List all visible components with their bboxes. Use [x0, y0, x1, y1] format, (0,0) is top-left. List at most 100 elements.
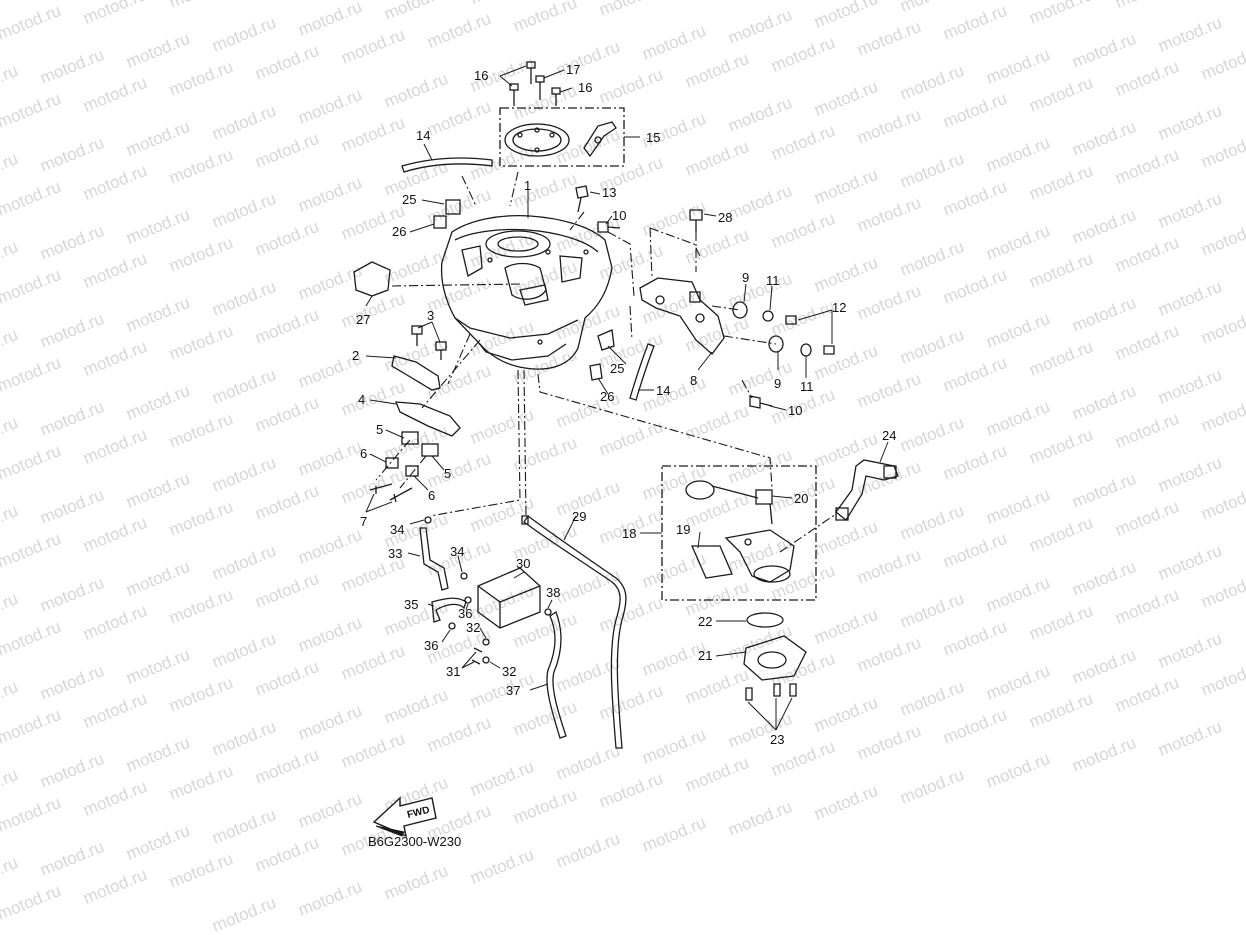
watermark-text: motod.ru [295, 0, 364, 40]
watermark-text: motod.ru [1112, 145, 1181, 188]
grommet-9-bottom [768, 335, 784, 353]
callout-10b: 10 [788, 403, 802, 418]
watermark-text: motod.ru [37, 837, 106, 880]
watermark-text: motod.ru [37, 661, 106, 704]
callout-27: 27 [356, 312, 370, 327]
watermark-text: motod.ru [854, 193, 923, 236]
watermark-text: motod.ru [1069, 557, 1138, 600]
watermark-text: motod.ru [897, 677, 966, 720]
pump-retainer-plate [743, 635, 807, 681]
watermark-text: motod.ru [1026, 425, 1095, 468]
watermark-text: motod.ru [639, 21, 708, 64]
watermark-text: motod.ru [0, 529, 64, 572]
callout-11a: 11 [766, 273, 780, 288]
watermark-text: motod.ru [424, 97, 493, 140]
watermark-text: motod.ru [381, 861, 450, 904]
watermark-text: motod.ru [123, 557, 192, 600]
watermark-text: motod.ru [1112, 57, 1181, 100]
callout-14b: 14 [656, 383, 670, 398]
callout-11b: 11 [800, 379, 814, 394]
tank-bracket [391, 325, 447, 391]
watermark-text: motod.ru [1155, 453, 1224, 496]
watermark-text: motod.ru [123, 205, 192, 248]
watermark-text: motod.ru [940, 353, 1009, 396]
fuel-cap-assembly [499, 107, 625, 167]
clamp-32-top [482, 638, 490, 646]
watermark-text: motod.ru [811, 693, 880, 736]
watermark-text: motod.ru [0, 793, 64, 836]
rear-bracket [639, 277, 725, 355]
watermark-text: motod.ru [1026, 249, 1095, 292]
watermark-text: motod.ru [166, 849, 235, 892]
watermark-text: motod.ru [209, 277, 278, 320]
clamp-34-top [424, 516, 432, 524]
watermark-text: motod.ru [1198, 569, 1246, 612]
watermark-text: motod.ru [940, 617, 1009, 660]
mount-plate [395, 401, 461, 437]
watermark-text: motod.ru [1069, 645, 1138, 688]
watermark-text: motod.ru [1112, 585, 1181, 628]
watermark-text: motod.ru [209, 101, 278, 144]
watermark-text: motod.ru [596, 593, 665, 636]
callout-16a: 16 [474, 68, 488, 83]
watermark-text: motod.ru [295, 701, 364, 744]
callout-16b: 16 [578, 80, 592, 95]
watermark-text: motod.ru [0, 237, 21, 280]
watermark-text: motod.ru [252, 129, 321, 172]
callout-35: 35 [404, 597, 418, 612]
watermark-text: motod.ru [123, 117, 192, 160]
watermark-text: motod.ru [510, 609, 579, 652]
watermark-text: motod.ru [80, 161, 149, 204]
clamp-32-bottom [482, 656, 490, 664]
watermark-text: motod.ru [940, 177, 1009, 220]
watermark-text: motod.ru [37, 133, 106, 176]
watermark-text: motod.ru [682, 577, 751, 620]
watermark-text: motod.ru [295, 789, 364, 832]
watermark-text: motod.ru [0, 149, 21, 192]
watermark-text: motod.ru [1112, 497, 1181, 540]
watermark-text: motod.ru [983, 309, 1052, 352]
watermark-text: motod.ru [381, 333, 450, 376]
watermark-text: motod.ru [1198, 217, 1246, 260]
watermark-text: motod.ru [725, 357, 794, 400]
watermark-text: motod.ru [37, 485, 106, 528]
watermark-text: motod.ru [725, 181, 794, 224]
callout-32a: 32 [466, 620, 480, 635]
clamp-38 [544, 608, 552, 616]
watermark-text: motod.ru [1069, 293, 1138, 336]
watermark-text: motod.ru [983, 749, 1052, 792]
clamp-36-bottom [448, 622, 456, 630]
watermark-text: motod.ru [467, 757, 536, 800]
watermark-text: motod.ru [811, 253, 880, 296]
fwd-arrow-icon: FWD [372, 796, 437, 838]
callout-5a: 5 [376, 422, 383, 437]
watermark-text: motod.ru [1026, 73, 1095, 116]
watermark-text: motod.ru [983, 397, 1052, 440]
callout-36b: 36 [424, 638, 438, 653]
watermark-text: motod.ru [811, 517, 880, 560]
watermark-text: motod.ru [80, 865, 149, 908]
bolt-10-bottom [749, 395, 773, 409]
watermark-text: motod.ru [37, 309, 106, 352]
watermark-text: motod.ru [940, 1, 1009, 44]
watermark-text: motod.ru [1069, 381, 1138, 424]
watermark-text: motod.ru [1198, 481, 1246, 524]
watermark-text: motod.ru [1198, 129, 1246, 172]
callout-26b: 26 [600, 389, 614, 404]
watermark-text: motod.ru [983, 45, 1052, 88]
callout-2: 2 [352, 348, 359, 363]
callout-32b: 32 [502, 664, 516, 679]
watermark-text: motod.ru [295, 877, 364, 920]
rubber-strip-top [401, 157, 493, 173]
watermark-text: motod.ru [166, 233, 235, 276]
watermark-text: motod.ru [768, 121, 837, 164]
watermark-text: motod.ru [1069, 29, 1138, 72]
callout-19: 19 [676, 522, 690, 537]
bolt-28 [689, 209, 703, 232]
watermark-text: motod.ru [0, 1, 64, 44]
watermark-text: motod.ru [338, 641, 407, 684]
watermark-text: motod.ru [0, 89, 64, 132]
fuel-hose-24 [835, 459, 899, 521]
watermark-text: motod.ru [811, 165, 880, 208]
